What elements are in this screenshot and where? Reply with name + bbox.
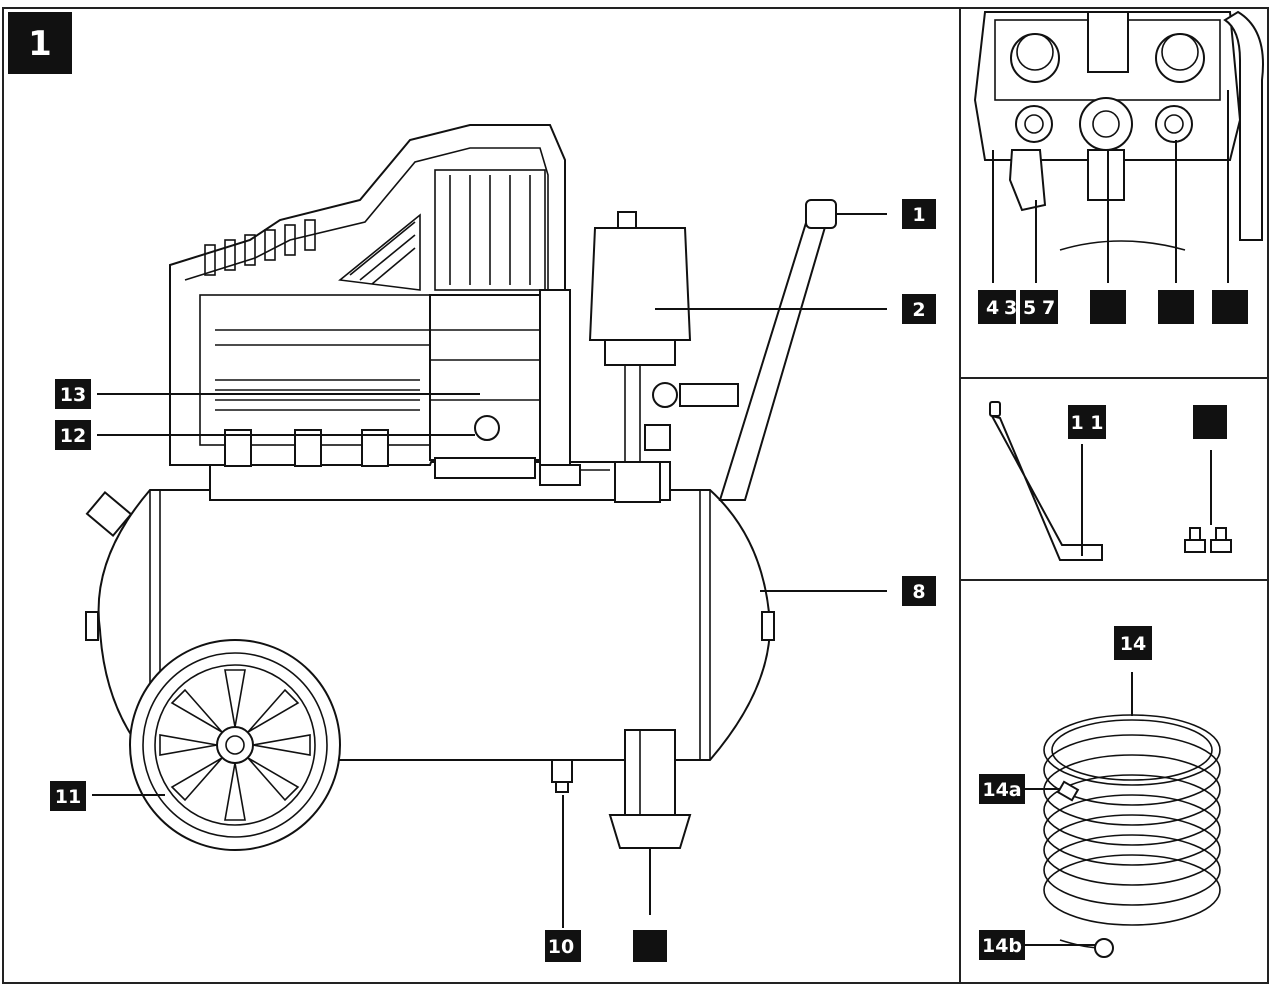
figure-number-badge: 1 [8,12,72,74]
svg-text:2: 2 [912,299,925,321]
svg-text:11: 11 [55,786,81,808]
svg-text:14: 14 [1120,633,1146,655]
detail-bottom-callouts: 14 14a 14b [979,626,1152,960]
callout-14b [979,930,1025,960]
callout-14a [979,774,1025,804]
svg-text:1: 1 [912,204,925,226]
svg-text:10: 10 [548,936,574,958]
callout-blank-d [1193,405,1227,439]
callout-14 [1114,626,1152,660]
detail-accessories-drawing [989,401,1232,561]
svg-text:13: 13 [60,384,86,406]
svg-text:7: 7 [1042,297,1055,319]
callout-blank-c [1212,290,1248,324]
pressure-switch [588,211,739,503]
callout-2: 2 [902,294,936,324]
detail-controls-drawing [973,10,1264,283]
compressor-drawing [85,124,887,928]
svg-text:3: 3 [1004,297,1017,319]
callout-1-1 [1068,405,1106,439]
callout-11: 11 [50,781,86,811]
callout-8: 8 [902,576,936,606]
pump-head [429,289,610,486]
detail-mid-callouts: 1 1 [1068,405,1227,439]
figure-number: 1 [28,24,52,64]
callout-4-3 [978,290,1016,324]
outer-frame [2,7,1269,984]
screw-pair [1184,527,1232,553]
rubber-foot [608,729,692,849]
svg-text:8: 8 [912,581,925,603]
callout-13: 13 [55,379,91,409]
callout-12: 12 [55,420,91,450]
svg-text:14a: 14a [982,779,1021,801]
svg-text:4: 4 [986,297,999,319]
wheel [129,639,341,851]
detail-hose-drawing [1022,672,1221,958]
drain-valve [551,759,573,793]
callout-blank-a [1090,290,1126,324]
svg-text:12: 12 [60,425,86,447]
svg-text:1 1: 1 1 [1070,412,1103,434]
callout-5-7 [1020,290,1058,324]
callout-blank-b [1158,290,1194,324]
svg-text:5: 5 [1023,297,1036,319]
handle [718,199,837,501]
callout-1: 1 [902,199,936,229]
callout-10: 10 [545,930,581,962]
callout-blank-main [633,930,667,962]
svg-text:14b: 14b [982,935,1022,957]
detail-top-callouts: 4 3 5 7 [978,290,1248,324]
